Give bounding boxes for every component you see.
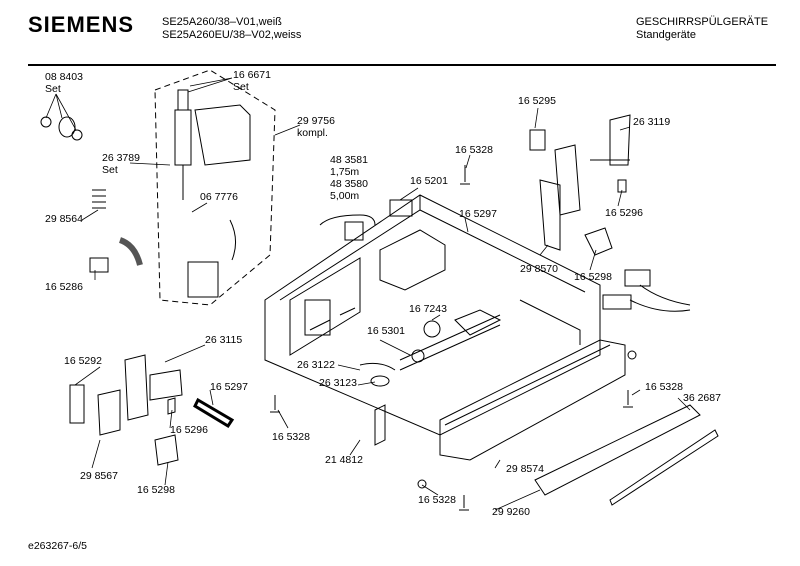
part-label: 16 5297 (459, 208, 497, 220)
kickboard (534, 404, 701, 496)
drawing-id: e263267-6/5 (28, 540, 87, 552)
part-label: 16 5328 (645, 381, 683, 393)
part-label: 16 5201 (410, 175, 448, 187)
part-label: 29 9756 (297, 115, 335, 127)
model-line-2: SE25A260EU/38–V02,weiss (162, 29, 302, 41)
part-label: 21 4812 (325, 454, 363, 466)
drain-hose (118, 237, 143, 266)
part-label: 48 3581 (330, 154, 368, 166)
subcategory-title: Standgeräte (636, 29, 696, 41)
part-label: 5,00m (330, 190, 360, 202)
part-label: 16 5295 (518, 95, 556, 107)
part-label: 16 7243 (409, 303, 447, 315)
part-label: 16 5298 (574, 271, 612, 283)
part-label: 29 8567 (80, 470, 118, 482)
part-label: 26 3789 (102, 152, 140, 164)
hose-sleeve (58, 116, 76, 138)
model-line-1: SE25A260/38–V01,weiß (162, 16, 282, 28)
part-label: kompl. (297, 127, 328, 139)
part-label: 26 3123 (319, 377, 357, 389)
brand-logo: SIEMENS (28, 12, 135, 37)
part-label: 26 3122 (297, 359, 335, 371)
category-title: GESCHIRRSPÜLGERÄTE (636, 16, 769, 28)
part-label: 48 3580 (330, 178, 368, 190)
part-label: 29 8570 (520, 263, 558, 275)
part-label: Set (233, 81, 249, 93)
part-label: Set (45, 83, 61, 95)
part-label: 26 3119 (633, 116, 671, 128)
leader-lines (45, 77, 691, 511)
part-label: 08 8403 (45, 71, 83, 83)
part-label: 1,75m (330, 166, 360, 178)
part-label: 16 5286 (45, 281, 83, 293)
base-frame (264, 194, 601, 446)
part-label: 36 2687 (683, 392, 721, 404)
part-label: 06 7776 (200, 191, 238, 203)
part-label: 29 8564 (45, 213, 83, 225)
spring (92, 189, 106, 209)
part-label: 16 5292 (64, 355, 102, 367)
part-label: 16 5328 (272, 431, 310, 443)
part-label: 16 5296 (170, 424, 208, 436)
part-label: 16 5301 (367, 325, 405, 337)
part-label: 16 5298 (137, 484, 175, 496)
assembly-group-outline (154, 69, 276, 306)
screws (270, 165, 637, 511)
part-label: 29 9260 (492, 506, 530, 518)
front-panel (439, 339, 626, 461)
part-label: 16 5328 (418, 494, 456, 506)
part-label: 29 8574 (506, 463, 544, 475)
part-label: 16 5328 (455, 144, 493, 156)
pump-assembly (174, 89, 251, 298)
float-ring (423, 320, 441, 338)
part-label: 26 3115 (205, 334, 243, 346)
part-label: 16 5297 (210, 381, 248, 393)
part-label: 16 5296 (605, 207, 643, 219)
part-label: 16 6671 (233, 69, 271, 81)
part-label: Set (102, 164, 118, 176)
header-rule (28, 64, 776, 66)
